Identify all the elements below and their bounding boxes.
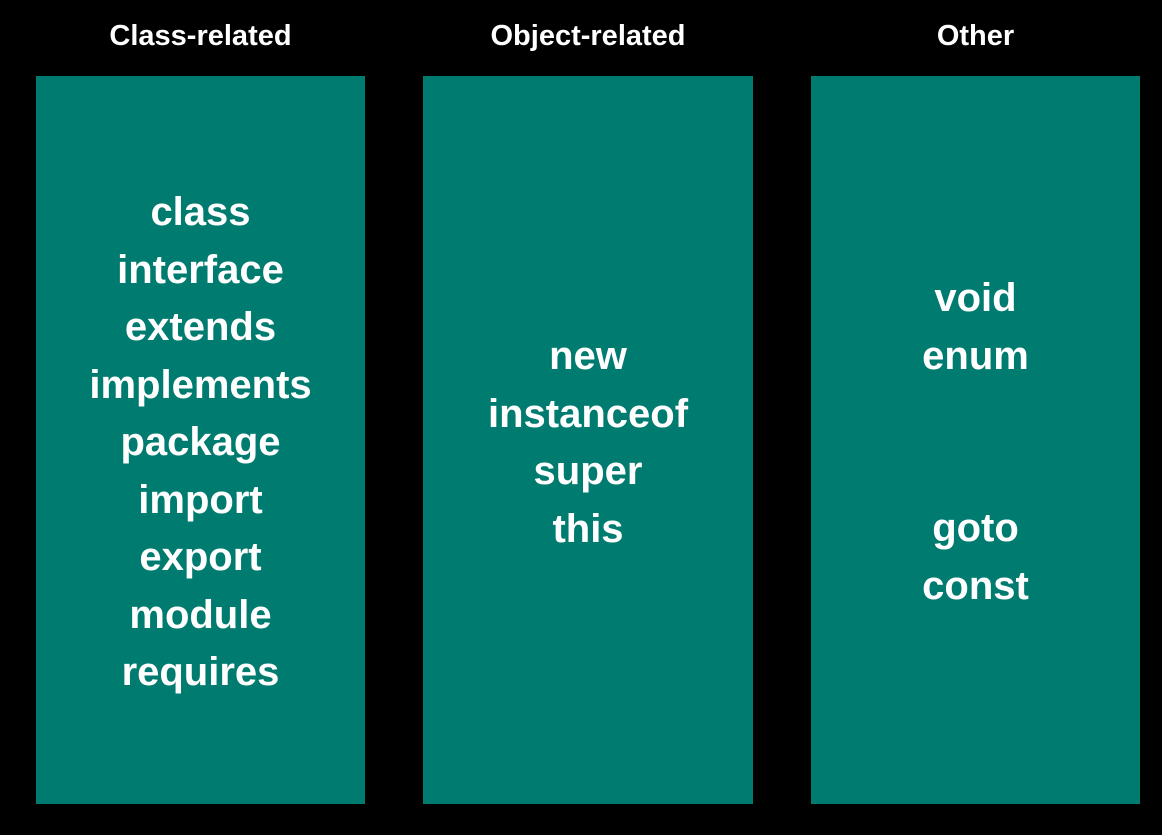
keyword-goto: goto xyxy=(932,506,1019,550)
column-title-other: Other xyxy=(936,20,1015,52)
keyword-super: super xyxy=(533,449,643,493)
keyword-new: new xyxy=(549,334,627,378)
column-title-object-related: Object-related xyxy=(490,20,686,52)
keyword-module: module xyxy=(129,592,272,637)
column-title-class-related: Class-related xyxy=(109,20,292,52)
keyword-instanceof: instanceof xyxy=(487,391,689,436)
panel-class-related: class interface extends implements packa… xyxy=(36,76,365,804)
keyword-list-object-related: new instanceof super this xyxy=(423,328,753,558)
keyword-extends: extends xyxy=(124,305,277,349)
keyword-this: this xyxy=(552,506,624,551)
keyword-import: import xyxy=(138,477,263,522)
keyword-export: export xyxy=(139,535,262,579)
keyword-implements: implements xyxy=(89,362,312,407)
keyword-requires: requires xyxy=(121,650,280,694)
keyword-package: package xyxy=(120,420,281,464)
keyword-class: class xyxy=(150,190,251,234)
keyword-enum: enum xyxy=(922,333,1029,378)
keyword-void: void xyxy=(934,276,1017,320)
panel-other: void enum goto const xyxy=(811,76,1140,804)
keyword-list-class-related: class interface extends implements packa… xyxy=(36,184,365,702)
keyword-interface: interface xyxy=(117,247,284,292)
keyword-const: const xyxy=(922,563,1029,608)
keyword-list-other: void enum goto const xyxy=(811,270,1140,615)
group-spacer xyxy=(811,385,1140,500)
panel-object-related: new instanceof super this xyxy=(423,76,753,804)
